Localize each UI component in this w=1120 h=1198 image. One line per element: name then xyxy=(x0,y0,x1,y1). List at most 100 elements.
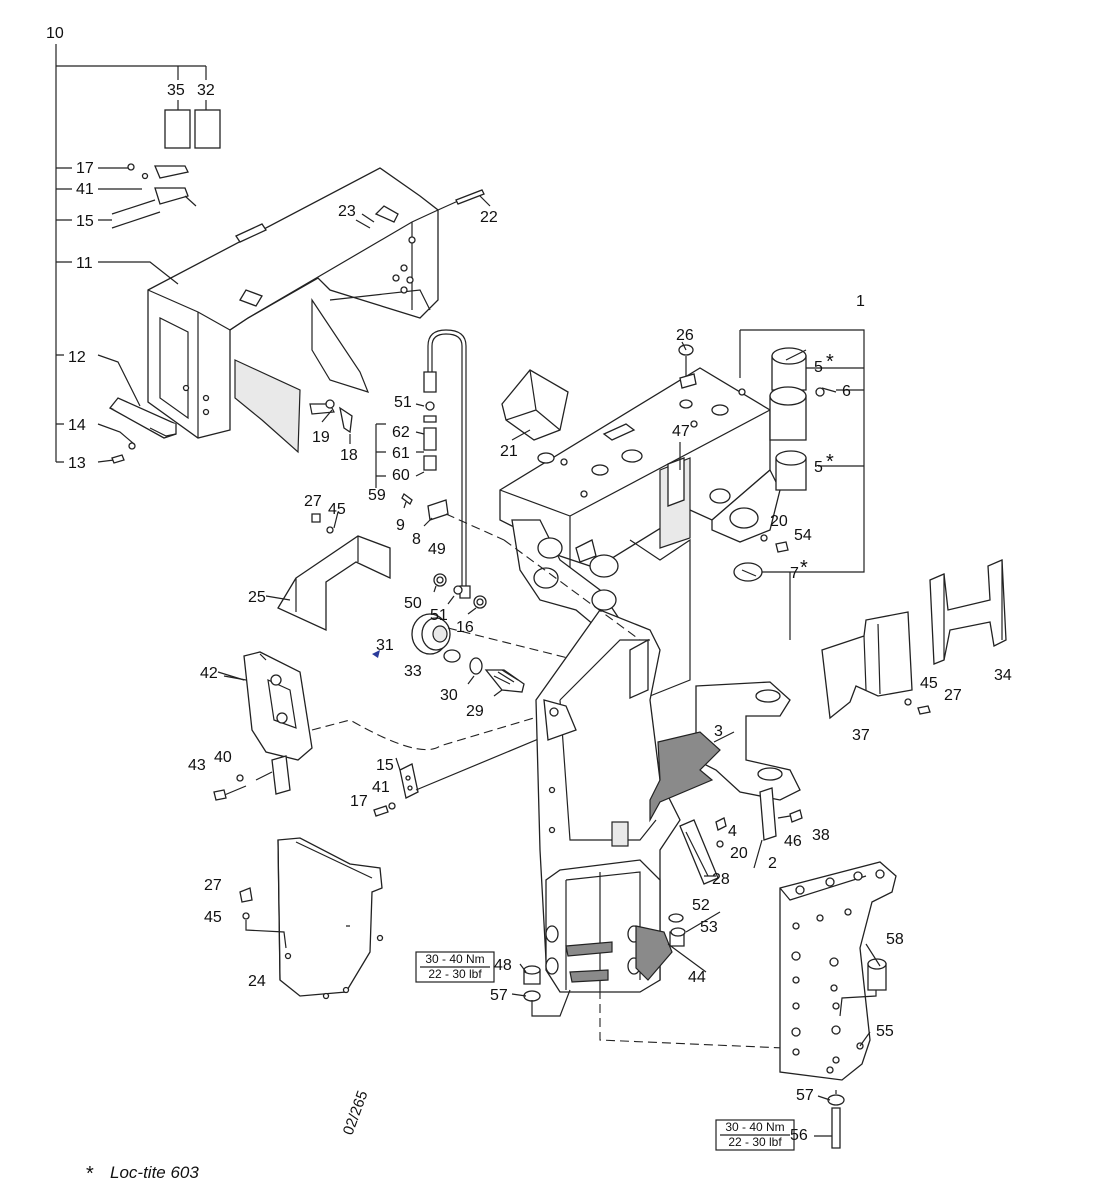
label-7-star: * xyxy=(800,557,808,579)
part-11-housing xyxy=(147,167,439,454)
label-55: 55 xyxy=(876,1023,894,1040)
label-51b: 51 xyxy=(430,607,448,624)
parts-9-8 xyxy=(401,493,505,541)
label-17b: 17 xyxy=(350,793,368,810)
part-35-box xyxy=(164,109,191,149)
torque-upper-nm: 30 - 40 Nm xyxy=(425,952,484,966)
bolts-19-18 xyxy=(321,399,353,444)
label-13: 13 xyxy=(68,455,86,472)
label-46: 46 xyxy=(784,833,802,850)
torque-spec-lower: 30 - 40 Nm 22 - 30 lbf xyxy=(715,1119,795,1151)
cover-24 xyxy=(239,837,384,1000)
drawing-reference: 02/265 xyxy=(340,1088,372,1137)
label-45: 45 xyxy=(328,501,346,518)
label-53: 53 xyxy=(700,919,718,936)
plate-55 xyxy=(779,861,897,1149)
label-18: 18 xyxy=(340,447,358,464)
label-20b: 20 xyxy=(730,845,748,862)
label-31: 31 xyxy=(376,637,394,654)
label-49: 49 xyxy=(428,541,446,558)
label-10: 10 xyxy=(46,25,64,42)
label-26: 26 xyxy=(676,327,694,344)
label-27c: 27 xyxy=(944,687,962,704)
part-number-labels: 10 35 32 17 41 15 11 12 14 13 23 22 19 1… xyxy=(46,25,1012,1144)
label-35: 35 xyxy=(167,82,185,99)
label-5b-star: * xyxy=(826,451,834,473)
label-6: 6 xyxy=(842,383,851,400)
label-14: 14 xyxy=(68,417,86,434)
label-17: 17 xyxy=(76,160,94,177)
legend-text: Loc-tite 603 xyxy=(110,1163,199,1182)
label-43: 43 xyxy=(188,757,206,774)
small-bolts-right xyxy=(679,534,803,885)
covers-37-34 xyxy=(821,559,1007,720)
label-54: 54 xyxy=(794,527,812,544)
washers-50-51-16 xyxy=(433,573,487,615)
label-38: 38 xyxy=(812,827,830,844)
label-15b: 15 xyxy=(376,757,394,774)
label-51: 51 xyxy=(394,394,412,411)
label-9: 9 xyxy=(396,517,405,534)
label-25: 25 xyxy=(248,589,266,606)
label-32: 32 xyxy=(197,82,215,99)
torque-spec-upper: 30 - 40 Nm 22 - 30 lbf xyxy=(415,951,495,983)
label-40: 40 xyxy=(214,749,232,766)
label-21: 21 xyxy=(500,443,518,460)
hinge-parts-upper-left xyxy=(98,163,197,229)
parts-26-21 xyxy=(501,344,697,464)
part-12-latch xyxy=(97,354,177,464)
label-4: 4 xyxy=(728,823,737,840)
label-24: 24 xyxy=(248,973,266,990)
label-60: 60 xyxy=(392,467,410,484)
label-62: 62 xyxy=(392,424,410,441)
label-58: 58 xyxy=(886,931,904,948)
cover-25 xyxy=(277,511,391,632)
label-3: 3 xyxy=(714,723,723,740)
label-37: 37 xyxy=(852,727,870,744)
plate-42 xyxy=(213,651,575,801)
label-27b: 27 xyxy=(204,877,222,894)
label-15: 15 xyxy=(76,213,94,230)
part-32-box xyxy=(194,109,221,149)
label-29: 29 xyxy=(466,703,484,720)
label-50: 50 xyxy=(404,595,422,612)
bushings-5-6-7 xyxy=(733,347,825,582)
label-5b: 5 xyxy=(814,459,823,476)
label-47: 47 xyxy=(672,423,690,440)
label-leaders xyxy=(217,219,881,1137)
label-7: 7 xyxy=(790,565,799,582)
label-19: 19 xyxy=(312,429,330,446)
legend-symbol: * xyxy=(86,1163,94,1185)
label-41: 41 xyxy=(76,181,94,198)
label-57a: 57 xyxy=(490,987,508,1004)
label-45b: 45 xyxy=(204,909,222,926)
label-45c: 45 xyxy=(920,675,938,692)
label-48: 48 xyxy=(494,957,512,974)
label-42: 42 xyxy=(200,665,218,682)
knob-31 xyxy=(372,613,601,667)
label-5a: 5 xyxy=(814,359,823,376)
label-28: 28 xyxy=(712,871,730,888)
label-57b: 57 xyxy=(796,1087,814,1104)
label-22: 22 xyxy=(480,209,498,226)
label-12: 12 xyxy=(68,349,86,366)
label-33: 33 xyxy=(404,663,422,680)
torque-lower-lbf: 22 - 30 lbf xyxy=(728,1135,782,1149)
label-2: 2 xyxy=(768,855,777,872)
label-16: 16 xyxy=(456,619,474,636)
label-34: 34 xyxy=(994,667,1012,684)
label-59: 59 xyxy=(368,487,386,504)
label-56: 56 xyxy=(790,1127,808,1144)
label-27: 27 xyxy=(304,493,322,510)
washers-52-53-48-57 xyxy=(523,913,686,1017)
label-61: 61 xyxy=(392,445,410,462)
torque-upper-lbf: 22 - 30 lbf xyxy=(428,967,482,981)
parts-30-29 xyxy=(467,657,525,697)
label-8: 8 xyxy=(412,531,421,548)
label-44: 44 xyxy=(688,969,706,986)
label-1: 1 xyxy=(856,293,865,310)
label-23: 23 xyxy=(338,203,356,220)
part-1-main-frame xyxy=(499,329,865,1051)
group-10-bracket xyxy=(55,44,207,463)
